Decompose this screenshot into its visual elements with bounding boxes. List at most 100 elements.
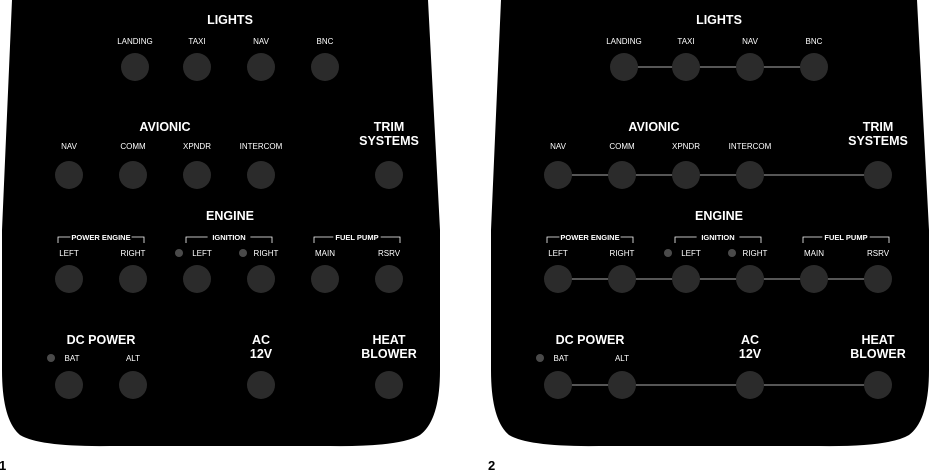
bracket-gap	[333, 232, 381, 241]
engine-label: RIGHT	[743, 249, 768, 258]
engine-right-switch[interactable]	[247, 265, 275, 293]
trim-title: SYSTEMS	[359, 134, 419, 148]
engine-left-switch[interactable]	[183, 265, 211, 293]
engine-title: ENGINE	[695, 209, 743, 223]
engine-label: RSRV	[378, 249, 401, 258]
engine-main-switch[interactable]	[800, 265, 828, 293]
dc-power-label: BAT	[65, 354, 80, 363]
lights-taxi-switch[interactable]	[672, 53, 700, 81]
dc-alt-switch[interactable]	[608, 371, 636, 399]
bracket-gap	[70, 232, 132, 241]
lights-title: LIGHTS	[207, 13, 253, 27]
lights-label: TAXI	[188, 37, 205, 46]
ac-12v-switch[interactable]	[736, 371, 764, 399]
avionic-nav-switch[interactable]	[544, 161, 572, 189]
lights-landing-switch[interactable]	[121, 53, 149, 81]
engine-label: RSRV	[867, 249, 890, 258]
engine-rsrv-switch[interactable]	[375, 265, 403, 293]
avionic-label: COMM	[120, 142, 146, 151]
lights-label: TAXI	[677, 37, 694, 46]
engine-left-switch[interactable]	[672, 265, 700, 293]
avionic-xpndr-switch[interactable]	[183, 161, 211, 189]
avionic-nav-switch[interactable]	[55, 161, 83, 189]
heat-blower-switch[interactable]	[864, 371, 892, 399]
panel-body	[2, 0, 440, 447]
lights-nav-switch[interactable]	[247, 53, 275, 81]
avionic-label: INTERCOM	[240, 142, 283, 151]
bracket-gap	[207, 232, 251, 241]
avionic-label: INTERCOM	[729, 142, 772, 151]
figure-number: 1	[0, 458, 6, 472]
lights-landing-switch[interactable]	[610, 53, 638, 81]
avionic-xpndr-switch[interactable]	[672, 161, 700, 189]
engine-right-switch[interactable]	[736, 265, 764, 293]
engine-group-label: FUEL PUMP	[824, 233, 867, 242]
dc-power-label: ALT	[126, 354, 140, 363]
lights-label: NAV	[253, 37, 270, 46]
lights-bnc-switch[interactable]	[800, 53, 828, 81]
engine-group-label: POWER ENGINE	[560, 233, 619, 242]
trim-title: SYSTEMS	[848, 134, 908, 148]
heat-title: HEAT	[372, 333, 405, 347]
avionic-intercom-switch[interactable]	[247, 161, 275, 189]
ac-title: AC	[252, 333, 270, 347]
avionic-label: XPNDR	[183, 142, 211, 151]
figure-number: 2	[488, 458, 495, 472]
lights-bnc-switch[interactable]	[311, 53, 339, 81]
trim-systems-switch[interactable]	[375, 161, 403, 189]
indicator-light	[175, 249, 183, 257]
engine-label: MAIN	[315, 249, 335, 258]
bracket-gap	[822, 232, 870, 241]
avionic-comm-switch[interactable]	[119, 161, 147, 189]
lights-nav-switch[interactable]	[736, 53, 764, 81]
engine-label: RIGHT	[610, 249, 635, 258]
dc-power-label: BAT	[554, 354, 569, 363]
lights-label: BNC	[806, 37, 823, 46]
engine-right-switch[interactable]	[608, 265, 636, 293]
heat-title: BLOWER	[361, 347, 417, 361]
dc-power-title: DC POWER	[67, 333, 136, 347]
avionic-title: AVIONIC	[139, 120, 190, 134]
lights-taxi-switch[interactable]	[183, 53, 211, 81]
lights-title: LIGHTS	[696, 13, 742, 27]
dc-bat-switch[interactable]	[55, 371, 83, 399]
dc-power-title: DC POWER	[556, 333, 625, 347]
engine-group-label: FUEL PUMP	[335, 233, 378, 242]
indicator-light	[728, 249, 736, 257]
avionic-label: NAV	[61, 142, 78, 151]
trim-systems-switch[interactable]	[864, 161, 892, 189]
engine-title: ENGINE	[206, 209, 254, 223]
engine-main-switch[interactable]	[311, 265, 339, 293]
heat-title: BLOWER	[850, 347, 906, 361]
heat-blower-switch[interactable]	[375, 371, 403, 399]
engine-left-switch[interactable]	[55, 265, 83, 293]
bracket-gap	[696, 232, 740, 241]
avionic-label: NAV	[550, 142, 567, 151]
dc-alt-switch[interactable]	[119, 371, 147, 399]
avionic-intercom-switch[interactable]	[736, 161, 764, 189]
dc-power-label: ALT	[615, 354, 629, 363]
engine-rsrv-switch[interactable]	[864, 265, 892, 293]
lights-label: LANDING	[606, 37, 642, 46]
indicator-light	[664, 249, 672, 257]
dc-bat-switch[interactable]	[544, 371, 572, 399]
ac-title: 12V	[250, 347, 273, 361]
ac-12v-switch[interactable]	[247, 371, 275, 399]
engine-label: LEFT	[681, 249, 701, 258]
engine-right-switch[interactable]	[119, 265, 147, 293]
indicator-light	[536, 354, 544, 362]
heat-title: HEAT	[861, 333, 894, 347]
ac-title: AC	[741, 333, 759, 347]
engine-group-label: IGNITION	[212, 233, 245, 242]
panel-body	[491, 0, 929, 447]
lights-label: NAV	[742, 37, 759, 46]
engine-group-label: POWER ENGINE	[71, 233, 130, 242]
engine-label: LEFT	[548, 249, 568, 258]
engine-left-switch[interactable]	[544, 265, 572, 293]
engine-label: RIGHT	[254, 249, 279, 258]
indicator-light	[239, 249, 247, 257]
engine-label: MAIN	[804, 249, 824, 258]
avionic-comm-switch[interactable]	[608, 161, 636, 189]
